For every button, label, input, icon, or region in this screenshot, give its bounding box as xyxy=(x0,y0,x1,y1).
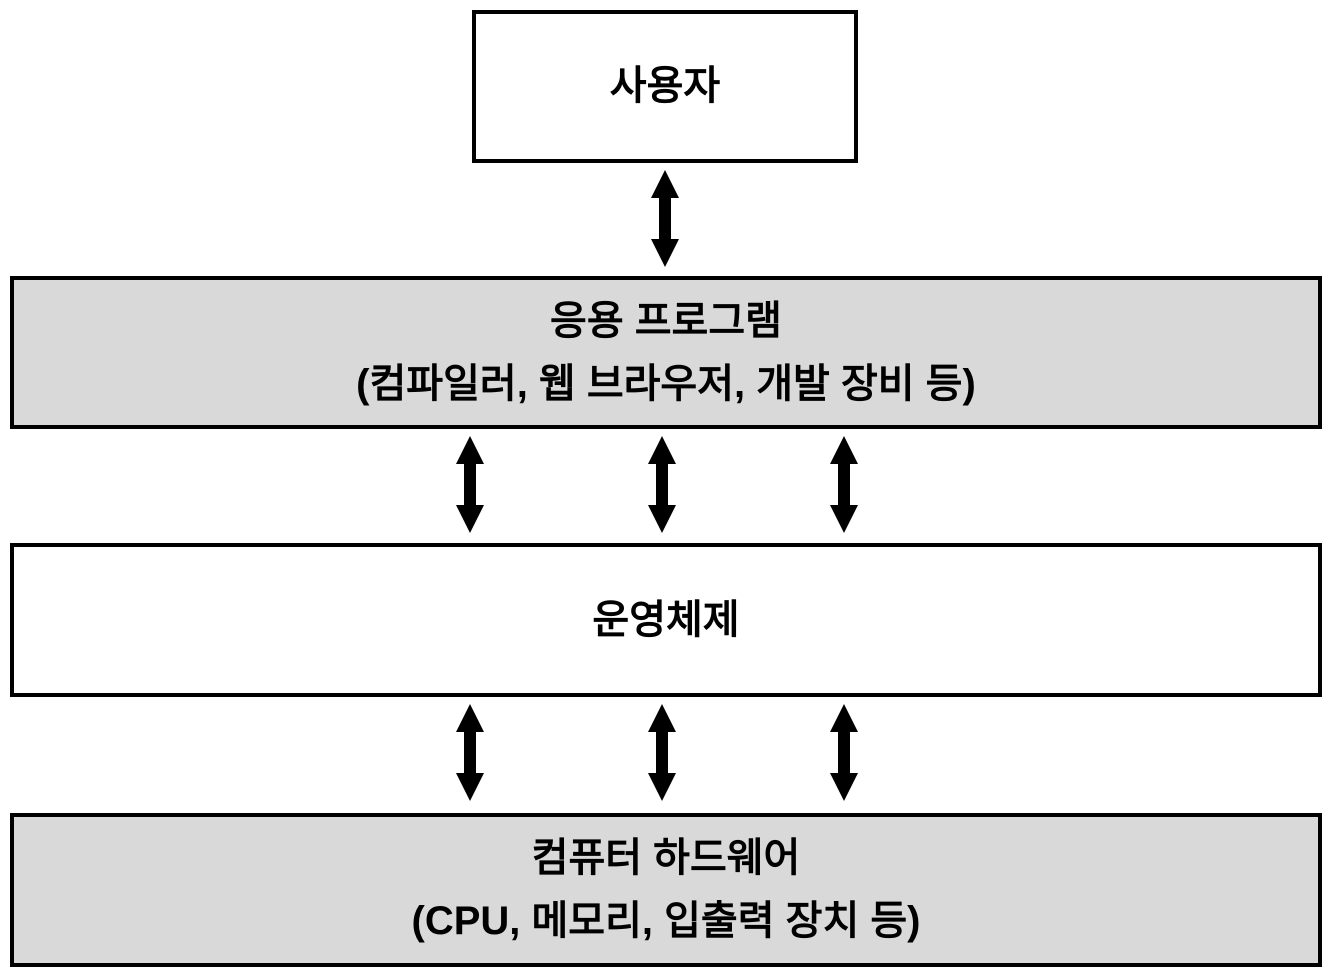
layer-sublabel-applications: (컴파일러, 웹 브라우저, 개발 장비 등) xyxy=(356,361,976,406)
layer-label-applications: 응용 프로그램 xyxy=(550,298,782,343)
layer-label-user: 사용자 xyxy=(609,64,721,108)
bidirectional-arrow-icon xyxy=(651,170,679,267)
layer-box-operating-system: 운영체제 xyxy=(10,543,1322,697)
bidirectional-arrow-icon xyxy=(830,704,858,801)
layer-sublabel-hardware: (CPU, 메모리, 입출력 장치 등) xyxy=(411,899,921,943)
layer-box-hardware: 컴퓨터 하드웨어 (CPU, 메모리, 입출력 장치 등) xyxy=(10,813,1322,967)
bidirectional-arrow-icon xyxy=(830,436,858,533)
layer-box-applications: 응용 프로그램 (컴파일러, 웹 브라우저, 개발 장비 등) xyxy=(10,276,1322,429)
layer-label-operating-system: 운영체제 xyxy=(592,597,740,642)
bidirectional-arrow-icon xyxy=(456,704,484,801)
layer-box-user: 사용자 xyxy=(472,10,858,163)
bidirectional-arrow-icon xyxy=(456,436,484,533)
layer-label-hardware: 컴퓨터 하드웨어 xyxy=(531,836,801,880)
bidirectional-arrow-icon xyxy=(648,704,676,801)
bidirectional-arrow-icon xyxy=(648,436,676,533)
